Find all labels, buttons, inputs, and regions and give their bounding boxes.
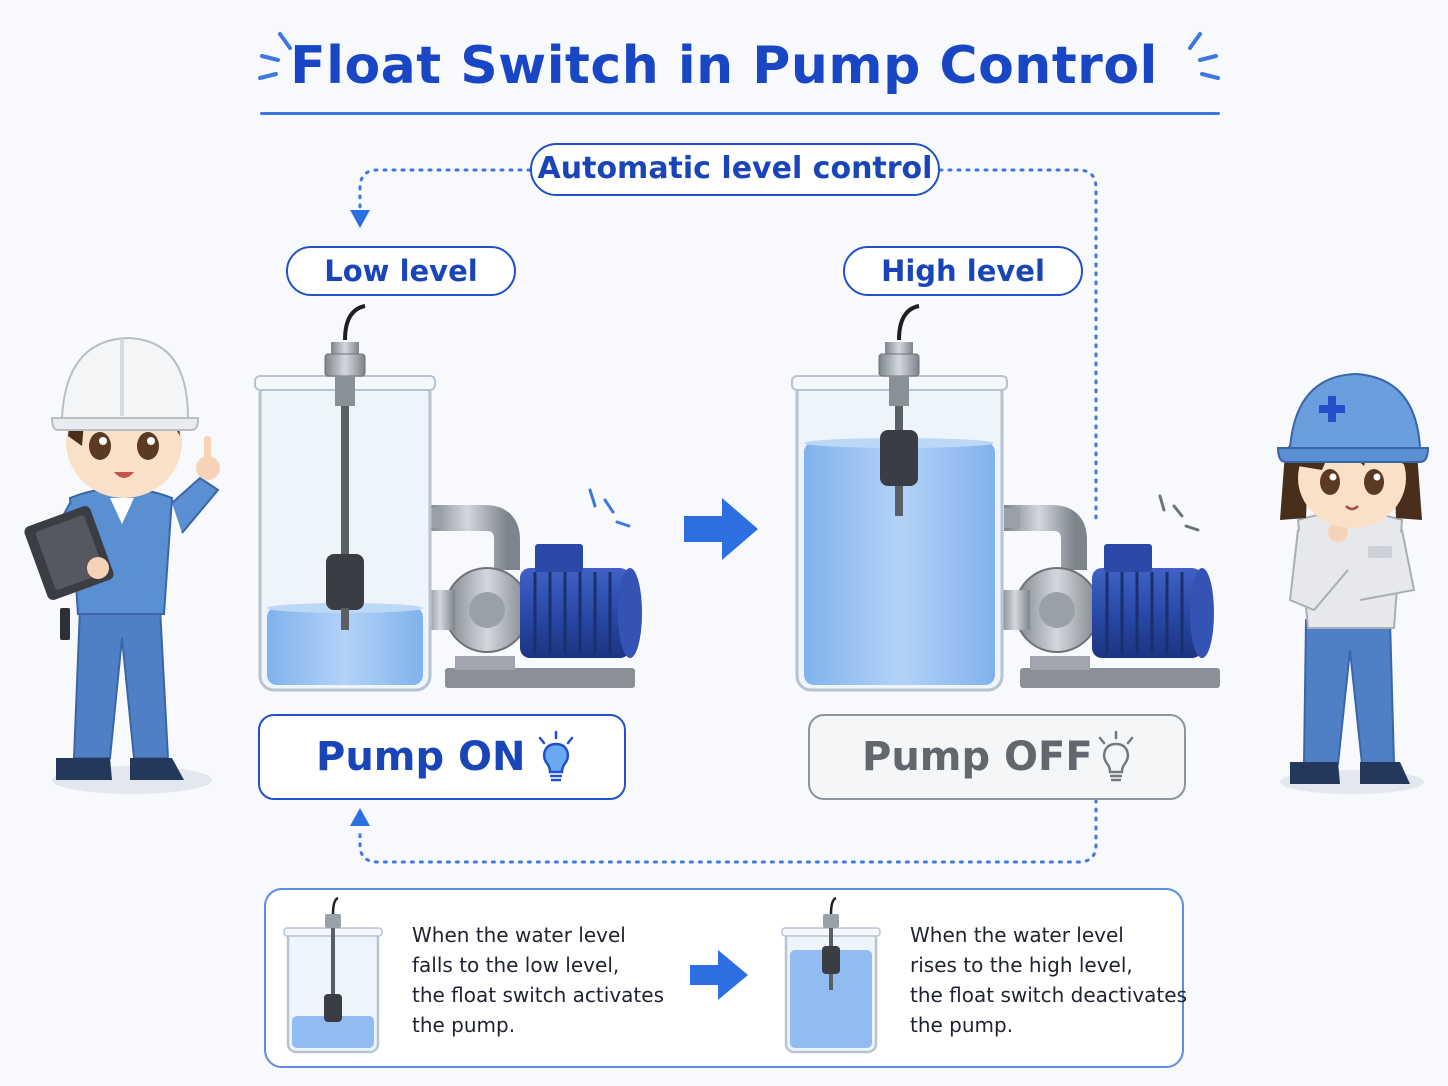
lightbulb-off-icon [1098,730,1134,782]
engineer-female [1276,372,1430,794]
cycle-arrow-down-icon [350,210,370,228]
summary-low-line-4: the pump. [412,1013,516,1037]
cycle-arrow-up-icon [350,808,370,826]
lightbulb-on-icon [538,730,574,782]
summary-high-line-1: When the water level [910,923,1124,947]
summary-low-tank-icon [283,896,383,1054]
page-title: Float Switch in Pump Control [290,36,1158,96]
right-sparkle-icon [1188,32,1220,80]
engineer-male [24,336,220,794]
high-level-tank-pump [791,304,1220,692]
summary-high-text: When the water level rises to the high l… [910,920,1187,1040]
summary-high-line-3: the float switch deactivates [910,983,1187,1007]
left-sparkle-icon [258,32,292,80]
title-underline [260,112,1220,115]
summary-low-text: When the water level falls to the low le… [412,920,664,1040]
pump-on-label: Pump ON [316,734,526,780]
summary-high-line-2: rises to the high level, [910,953,1133,977]
high-level-label: High level [843,246,1083,296]
summary-high-line-4: the pump. [910,1013,1014,1037]
right-arrow-icon [684,498,758,560]
pump-off-status: Pump OFF [808,714,1186,800]
summary-right-arrow-icon [690,950,748,1000]
summary-low-line-1: When the water level [412,923,626,947]
automatic-level-control-label: Automatic level control [530,143,940,196]
summary-high-tank-icon [781,896,881,1054]
low-level-tank-pump [254,304,642,692]
pump-off-label: Pump OFF [862,734,1093,780]
summary-low-line-2: falls to the low level, [412,953,620,977]
low-level-label: Low level [286,246,516,296]
pump-on-status: Pump ON [258,714,626,800]
summary-low-line-3: the float switch activates [412,983,664,1007]
